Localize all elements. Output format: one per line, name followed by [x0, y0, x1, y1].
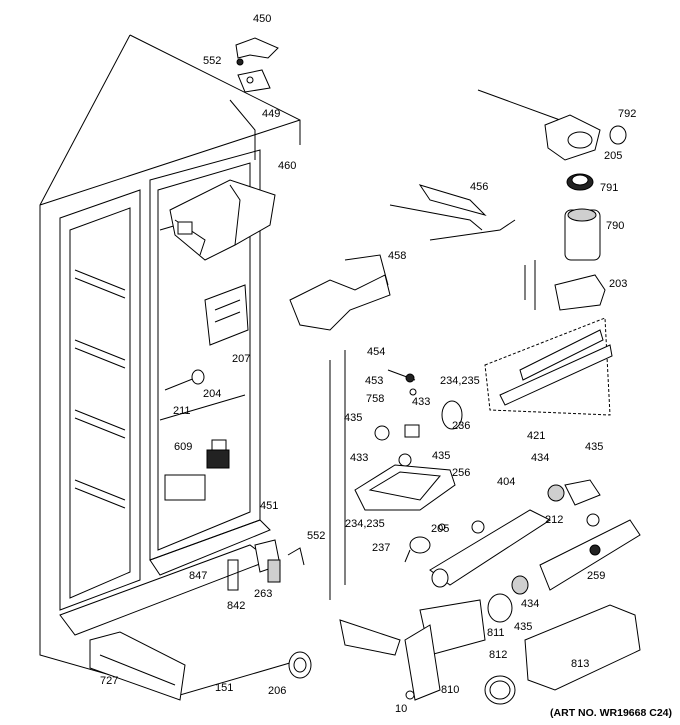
label-234-235: 234,235 [440, 375, 480, 387]
label-434: 434 [531, 452, 550, 464]
art-number: (ART NO. WR19668 C24) [550, 707, 672, 719]
label-10: 10 [395, 703, 408, 715]
label-790: 790 [606, 220, 625, 232]
label-206: 206 [268, 685, 287, 697]
label-552: 552 [307, 530, 326, 542]
label-458: 458 [388, 250, 407, 262]
label-433: 433 [350, 452, 369, 464]
part-259-light-housing [539, 513, 641, 591]
part-237-spring [404, 536, 431, 563]
label-453: 453 [365, 375, 384, 387]
part-609-switch [206, 439, 230, 469]
part-813-cover [524, 604, 641, 691]
label-609: 609 [174, 441, 193, 453]
part-458-duct [289, 254, 391, 331]
label-404: 404 [497, 476, 516, 488]
label-203: 203 [609, 278, 628, 290]
label-812: 812 [489, 649, 508, 661]
label-847: 847 [189, 570, 208, 582]
label-435: 435 [585, 441, 604, 453]
label-460: 460 [278, 160, 297, 172]
part-792-filter-head [477, 89, 627, 161]
part-460-housing [169, 179, 276, 261]
label-263: 263 [254, 588, 273, 600]
label-758: 758 [366, 393, 385, 405]
label-811: 811 [487, 627, 505, 639]
part-434-socket [487, 479, 601, 623]
label-792: 792 [618, 108, 637, 120]
part-810-water-valve [404, 599, 516, 705]
label-207: 207 [232, 353, 251, 365]
part-456-bracket [389, 184, 516, 241]
part-236-lens [441, 400, 463, 430]
label-552: 552 [203, 55, 222, 67]
label-454: 454 [367, 346, 386, 358]
label-421: 421 [527, 430, 546, 442]
label-259: 259 [587, 570, 606, 582]
part-435-bulb [374, 424, 420, 467]
part-727-grille [89, 631, 186, 701]
label-727: 727 [100, 675, 119, 687]
label-456: 456 [470, 181, 489, 193]
label-433: 433 [412, 396, 431, 408]
part-790-filter [564, 208, 601, 261]
label-204: 204 [203, 388, 222, 400]
part-404-trough [429, 509, 552, 588]
label-205: 205 [431, 523, 450, 535]
label-256: 256 [452, 467, 471, 479]
part-791-filter-cap [566, 173, 594, 191]
label-237: 237 [372, 542, 391, 554]
part-206-cap [288, 651, 312, 679]
label-435: 435 [344, 412, 363, 424]
label-842: 842 [227, 600, 246, 612]
label-435: 435 [432, 450, 451, 462]
label-236: 236 [452, 420, 471, 432]
label-449: 449 [262, 108, 281, 120]
label-234-235: 234,235 [345, 518, 385, 530]
part-256-drip-tray [354, 464, 456, 511]
label-205: 205 [604, 150, 623, 162]
label-450: 450 [253, 13, 272, 25]
label-211: 211 [173, 405, 191, 417]
label-435: 435 [514, 621, 533, 633]
label-791: 791 [600, 182, 619, 194]
label-434: 434 [521, 598, 540, 610]
label-451: 451 [260, 500, 279, 512]
part-453-valve [387, 369, 417, 396]
part-450-hinge-cover [235, 37, 279, 93]
part-451-hinge [227, 539, 305, 591]
label-212: 212 [545, 514, 564, 526]
part-204-clip [164, 369, 205, 391]
label-810: 810 [441, 684, 460, 696]
label-151: 151 [215, 682, 234, 694]
part-421-manifold [484, 317, 613, 416]
part-203-bracket [554, 274, 606, 311]
part-207-cover [204, 284, 249, 346]
label-813: 813 [571, 658, 590, 670]
